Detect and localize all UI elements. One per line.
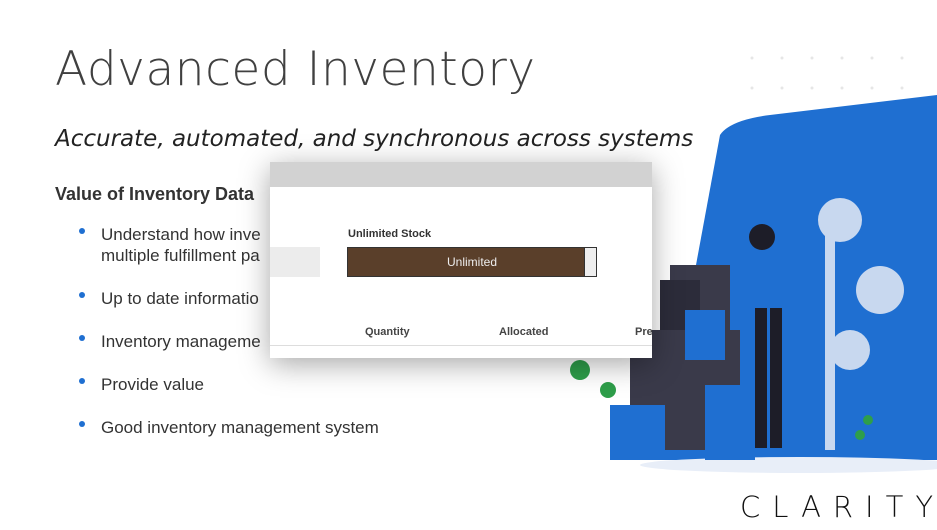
bullet-text: Understand how inve [101, 225, 261, 244]
slide-title: Advanced Inventory [55, 42, 536, 97]
bullet-item: Good inventory management system [101, 418, 379, 437]
partial-field [270, 247, 320, 277]
window-header [270, 162, 652, 187]
bullet-dot [79, 292, 85, 298]
toggle-knob[interactable] [584, 248, 596, 276]
unlimited-stock-toggle[interactable]: Unlimited [347, 247, 597, 277]
bullet-dot [79, 335, 85, 341]
slide-subtitle: Accurate, automated, and synchronous acr… [55, 126, 694, 152]
bullet-item: Understand how inve multiple fulfillment … [101, 224, 261, 266]
toggle-value: Unlimited [446, 255, 497, 269]
bullet-dot [79, 228, 85, 234]
inventory-illustration [570, 56, 937, 473]
bullet-item: Inventory manageme [101, 332, 261, 351]
column-allocated: Allocated [499, 326, 549, 338]
bullet-dot [79, 378, 85, 384]
bullet-item: Provide value [101, 375, 205, 394]
clarity-logo: CLARITY [740, 490, 937, 524]
bullet-item: Up to date informatio [101, 289, 259, 308]
inventory-settings-screenshot: Unlimited Stock Unlimited Quantity Alloc… [270, 162, 652, 358]
column-quantity: Quantity [365, 326, 410, 338]
unlimited-stock-label: Unlimited Stock [348, 228, 432, 240]
section-heading: Value of Inventory Data [55, 184, 255, 204]
bullet-text: multiple fulfillment pa [101, 246, 260, 265]
column-partial: Pre [635, 326, 652, 338]
table-divider [270, 345, 652, 346]
bullet-dot [79, 421, 85, 427]
